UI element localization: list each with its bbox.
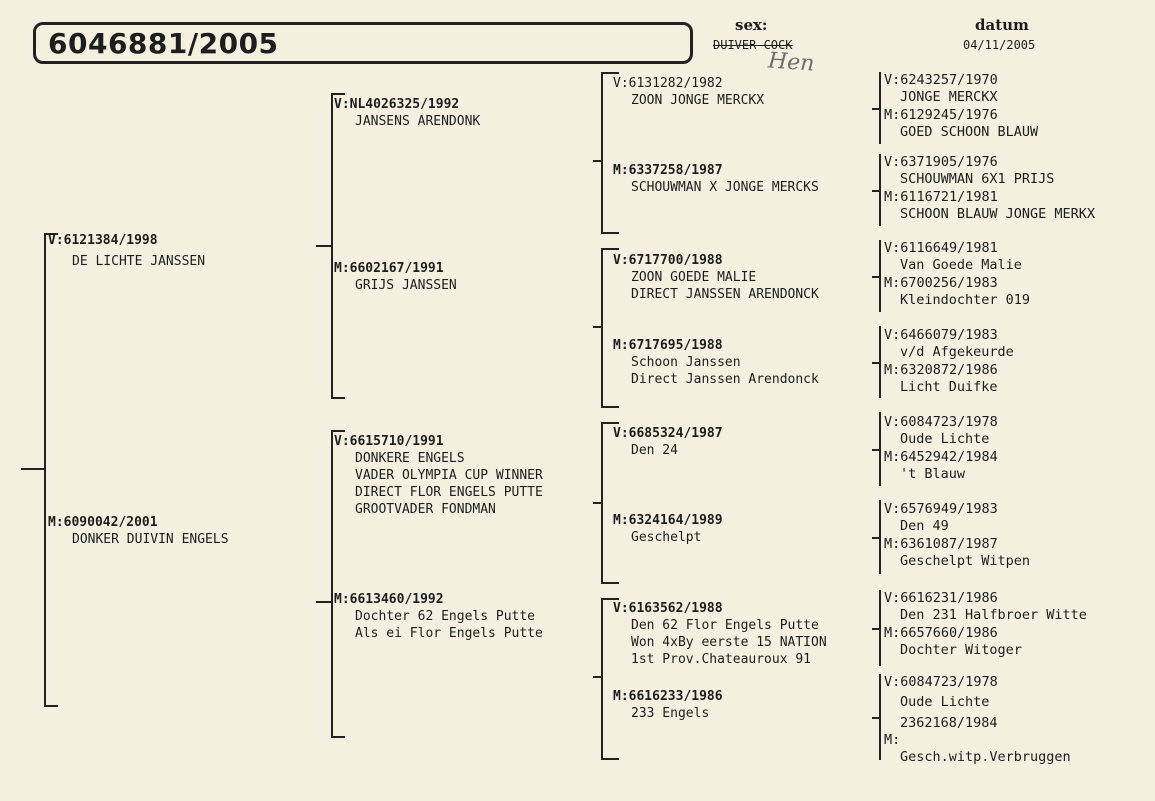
datum-label: datum — [975, 16, 1029, 34]
gen1-dam: M:6090042/2001 DONKER DUIVIN ENGELS — [48, 515, 229, 547]
gen2-sire-1: V:NL4026325/1992 JANSENS ARENDONK — [334, 97, 481, 129]
gen3-dam-3: M:6324164/1989 Geschelpt — [613, 513, 723, 545]
sex-value: DUIVER-COCK — [713, 38, 793, 52]
ring-number: NL4026325/1992 — [349, 97, 460, 112]
ring-number: 6613460/1992 — [349, 592, 444, 607]
ring-number: 6121384/1998 — [63, 233, 158, 248]
gen3-dam-1: M:6337258/1987 SCHOUWMAN X JONGE MERCKS — [613, 163, 819, 195]
gen3-sire-1: V:6131282/1982 ZOON JONGE MERCKX — [613, 76, 765, 108]
ring-number: 6616231/1986 — [900, 590, 998, 606]
gen4-pair-1: V:6243257/1970 JONGE MERCKX M:6129245/19… — [884, 72, 1039, 140]
ring-number: 6452942/1984 — [900, 448, 998, 465]
gen2-dam-2: M:6613460/1992 Dochter 62 Engels Putte A… — [334, 592, 543, 641]
ring-number: 6131282/1982 — [628, 76, 723, 91]
ring-number: 6337258/1987 — [628, 163, 723, 178]
gen3-sire-2: V:6717700/1988 ZOON GOEDE MALIE DIRECT J… — [613, 253, 819, 302]
ring-number: 6685324/1987 — [628, 426, 723, 441]
ring-number: 6700256/1983 — [900, 274, 998, 291]
ring-number: 6116721/1981 — [900, 188, 998, 205]
title-box: 6046881/2005 — [33, 22, 693, 64]
ring-number: 6084723/1978 — [900, 414, 998, 430]
gen2-dam-1: M:6602167/1991 GRIJS JANSSEN — [334, 261, 457, 293]
gen4-pair-8: V:6084723/1978 Oude Lichte 2362168/1984 … — [884, 674, 1071, 766]
ring-number: 6320872/1986 — [900, 361, 998, 378]
gen4-pair-4: V:6466079/1983 v/d Afgekeurde M:6320872/… — [884, 327, 1014, 395]
ring-number: 2362168/1984 — [900, 714, 998, 731]
ring-number: 6361087/1987 — [900, 535, 998, 552]
ring-number: 6324164/1989 — [628, 513, 723, 528]
ring-number: 6616233/1986 — [628, 689, 723, 704]
ring-number: 6084723/1978 — [900, 674, 998, 690]
pedigree-title: 6046881/2005 — [48, 27, 279, 60]
ring-number: 6371905/1976 — [900, 154, 998, 170]
gen4-pair-7: V:6616231/1986 Den 231 Halfbroer Witte M… — [884, 590, 1087, 658]
gen4-pair-6: V:6576949/1983 Den 49 M:6361087/1987 Ges… — [884, 501, 1031, 569]
gen2-sire-2: V:6615710/1991 DONKERE ENGELS VADER OLYM… — [334, 434, 543, 517]
ring-number: 6090042/2001 — [63, 515, 158, 530]
gen3-sire-4: V:6163562/1988 Den 62 Flor Engels Putte … — [613, 601, 827, 667]
ring-number: 6129245/1976 — [900, 106, 998, 123]
ring-number: 6602167/1991 — [349, 261, 444, 276]
gen1-sire: V:6121384/1998 DE LICHTE JANSSEN — [48, 233, 206, 269]
datum-value: 04/11/2005 — [963, 38, 1036, 52]
gen3-dam-4: M:6616233/1986 233 Engels — [613, 689, 723, 721]
ring-number: 6615710/1991 — [349, 434, 444, 449]
gen3-dam-2: M:6717695/1988 Schoon Janssen Direct Jan… — [613, 338, 819, 387]
ring-number: 6657660/1986 — [900, 624, 998, 641]
ring-number: 6717695/1988 — [628, 338, 723, 353]
sex-handwritten: Hen — [767, 48, 816, 77]
ring-number: 6717700/1988 — [628, 253, 723, 268]
ring-number: 6116649/1981 — [900, 240, 998, 256]
gen4-pair-3: V:6116649/1981 Van Goede Malie M:6700256… — [884, 240, 1031, 308]
ring-number: 6243257/1970 — [900, 72, 998, 88]
ring-number: 6466079/1983 — [900, 327, 998, 343]
gen3-sire-3: V:6685324/1987 Den 24 — [613, 426, 723, 458]
ring-number: 6163562/1988 — [628, 601, 723, 616]
sex-label: sex: — [735, 16, 768, 34]
gen4-pair-2: V:6371905/1976 SCHOUWMAN 6X1 PRIJS M:611… — [884, 154, 1096, 222]
ring-number: 6576949/1983 — [900, 501, 998, 517]
gen4-pair-5: V:6084723/1978 Oude Lichte M:6452942/198… — [884, 414, 998, 482]
